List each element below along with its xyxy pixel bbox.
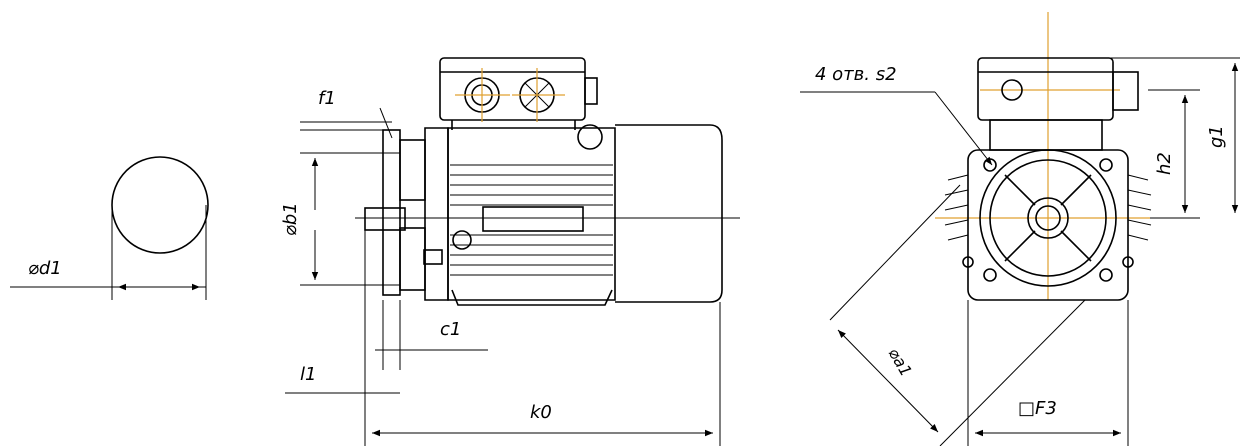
terminal-box-icon bbox=[439, 57, 598, 130]
motor-front-view: 4 отв. s2 h2 g1 ⌀a1 □F3 bbox=[800, 12, 1240, 446]
label-l1: l1 bbox=[300, 364, 316, 385]
label-b1: ⌀b1 bbox=[280, 202, 301, 236]
label-d1: ⌀d1 bbox=[28, 258, 62, 279]
label-c1: c1 bbox=[440, 319, 461, 340]
label-k0: k0 bbox=[530, 402, 552, 423]
shaft-cross-section bbox=[111, 156, 209, 254]
label-f3: □F3 bbox=[1018, 398, 1057, 419]
label-holes-s2: 4 отв. s2 bbox=[815, 64, 897, 85]
shaft-section-view: ⌀d1 bbox=[10, 156, 209, 300]
label-h2: h2 bbox=[1154, 152, 1175, 175]
motor-side-view: f1 ⌀b1 c1 l1 k0 bbox=[280, 57, 740, 446]
cooling-fins bbox=[450, 164, 613, 276]
label-f1: f1 bbox=[318, 88, 336, 109]
label-g1: g1 bbox=[1206, 125, 1227, 148]
side-fins bbox=[944, 174, 1152, 241]
label-a1: ⌀a1 bbox=[885, 345, 916, 380]
